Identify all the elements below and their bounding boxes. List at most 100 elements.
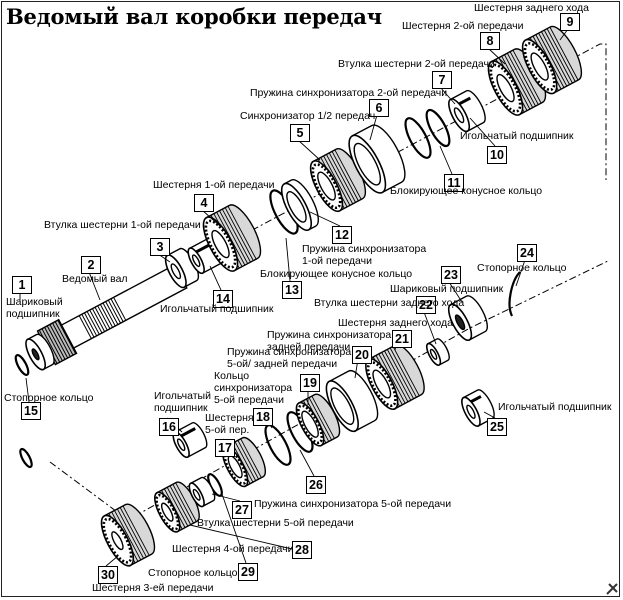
snap-ring-15	[19, 447, 33, 469]
callout-3-number: 3	[150, 238, 170, 256]
callout-27-label: Втулка шестерни 5-ой передачи	[197, 517, 354, 529]
callout-4-number: 4	[194, 194, 214, 212]
callout-21-number: 21	[392, 330, 412, 348]
callout-1-number: 1	[12, 276, 32, 294]
callout-8-number: 8	[480, 32, 500, 50]
callout-19-number: 19	[300, 374, 320, 392]
synchronizer-sleeve	[348, 124, 406, 194]
synchronizer-sleeve-lower	[325, 369, 379, 433]
leader-15	[25, 377, 30, 403]
driven-shaft	[36, 264, 188, 366]
callout-17-label: Шестерня 5-ой пер.	[205, 412, 254, 436]
leader-30	[105, 555, 119, 567]
callout-20-label: Пружина синхронизатора задней передачи	[267, 329, 392, 353]
gear-3	[100, 503, 156, 567]
callout-2-number: 2	[81, 256, 101, 274]
leader-11	[439, 145, 453, 175]
ball-bearing-front	[25, 333, 55, 371]
needle-bearing-2	[448, 89, 486, 133]
callout-19-label: Пружина синхронизатора 5-ой/ задней пере…	[227, 346, 352, 370]
leader-22	[423, 311, 437, 345]
synchronizer-1-2	[309, 148, 367, 213]
callout-11-number: 11	[444, 174, 464, 192]
callout-12-number: 12	[332, 226, 352, 244]
callout-15-label: Стопорное кольцо	[4, 392, 94, 404]
callout-4-label: Шестерня 1-ой передачи	[153, 179, 275, 191]
leader-25	[483, 411, 496, 419]
callout-17-number: 17	[215, 439, 235, 457]
callout-18-number: 18	[253, 408, 273, 426]
callout-30-label: Шестерня 3-ей передачи	[92, 582, 214, 594]
callout-14-number: 14	[213, 290, 233, 308]
leader-8	[487, 47, 506, 65]
callout-29-number: 29	[238, 563, 258, 581]
callout-3-label: Втулка шестерни 1-ой передачи	[44, 219, 201, 231]
callout-27-number: 27	[232, 501, 252, 519]
ball-bearing-rear	[447, 295, 488, 342]
callout-5-number: 5	[290, 124, 310, 142]
callout-13-number: 13	[282, 281, 302, 299]
callout-21-label: Шестерня заднего хода	[338, 317, 453, 329]
callout-13-label: Блокирующее конусное кольцо	[260, 268, 413, 280]
leader-23	[448, 281, 463, 303]
callout-18-label: Кольцо синхронизатора 5-ой передачи	[214, 370, 293, 406]
leader-2	[88, 271, 101, 301]
diagram-title: Ведомый вал коробки передач	[6, 4, 382, 29]
callout-8-label: Шестерня 2-ой передачи	[402, 20, 524, 32]
callout-6-label: Пружина синхронизатора 2-ой передачи	[250, 87, 448, 99]
leader-13	[285, 237, 291, 282]
callout-12-label: Пружина синхронизатора 1-ой передачи	[302, 243, 427, 267]
callout-16-label: Игольчатый подшипник	[154, 390, 211, 414]
leader-24	[515, 259, 526, 287]
leader-10	[469, 117, 496, 147]
snap-ring-front	[14, 354, 30, 376]
callout-22-label: Втулка шестерни заднего хода	[314, 297, 465, 309]
callout-10-label: Игольчатый подшипник	[460, 130, 574, 142]
callout-26-number: 26	[306, 476, 326, 494]
gear-4	[154, 481, 200, 533]
snap-ring-24	[508, 271, 521, 317]
leader-27	[211, 493, 241, 502]
callout-11-label: Блокирующее конусное кольцо	[390, 185, 543, 197]
leader-14	[209, 265, 222, 291]
leader-12	[309, 211, 341, 227]
callout-20-number: 20	[352, 346, 372, 364]
leader-29	[221, 493, 247, 564]
leader-26	[299, 449, 315, 477]
lower-axis-line	[49, 259, 611, 521]
reverse-gear-lower	[365, 344, 425, 411]
callout-9-label: Шестерня заднего хода	[474, 2, 589, 14]
callout-7-label: Втулка шестерни 2-ой передачи	[338, 58, 495, 70]
callout-15-number: 15	[21, 402, 41, 420]
callout-28-number: 28	[292, 541, 312, 559]
callout-23-label: Шариковый подшипник	[390, 283, 504, 295]
callout-24-label: Стопорное кольцо	[477, 262, 567, 274]
callout-28-label: Шестерня 4-ой передачи	[172, 543, 294, 555]
callout-5-label: Синхронизатор 1/2 передач	[240, 110, 376, 122]
callout-25-label: Игольчатый подшипник	[498, 401, 612, 413]
blocking-cone-ring-2	[404, 117, 432, 159]
callout-10-number: 10	[487, 146, 507, 164]
reverse-gear-sleeve	[425, 338, 450, 366]
leader-7	[439, 86, 456, 105]
callout-6-number: 6	[369, 99, 389, 117]
synchronizer-spring-1	[280, 179, 319, 232]
leader-6	[369, 114, 378, 141]
leader-5	[297, 139, 321, 161]
callout-23-number: 23	[441, 266, 461, 284]
callout-24-number: 24	[517, 244, 537, 262]
callout-30-number: 30	[98, 566, 118, 584]
synchronizer-spring-2	[425, 108, 451, 148]
callout-9-number: 9	[560, 13, 580, 31]
callout-25-number: 25	[487, 418, 507, 436]
leader-28	[189, 524, 293, 550]
gear-5-sleeve	[188, 476, 216, 508]
leader-4	[201, 209, 221, 227]
tools-icon	[606, 583, 618, 595]
callout-16-number: 16	[159, 418, 179, 436]
callout-1-label: Шариковый подшипник	[6, 296, 63, 320]
needle-bearing-25	[461, 389, 495, 427]
